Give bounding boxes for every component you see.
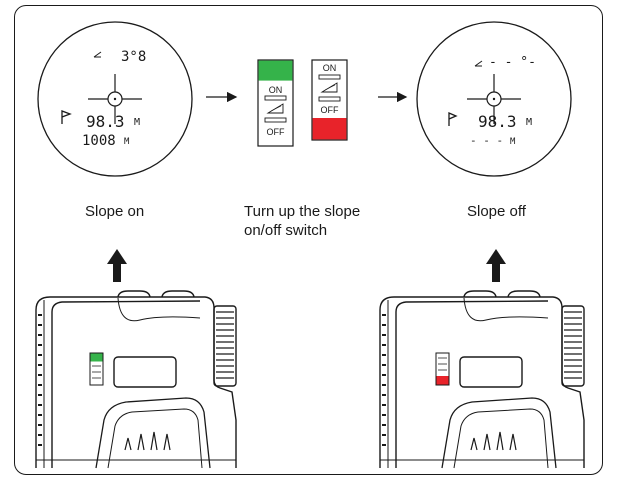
- up-arrow: [107, 249, 127, 282]
- switch-off-label: OFF: [267, 127, 285, 137]
- distance-readout: 98.3: [86, 112, 125, 131]
- angle-icon: [474, 60, 483, 67]
- flag-icon: [61, 110, 72, 124]
- distance-unit: M: [134, 117, 140, 128]
- slope-icon: [320, 82, 338, 93]
- device-switch-slope-off: [435, 352, 450, 386]
- switch-on-label: ON: [269, 85, 283, 95]
- viewfinder-slope-off: - - °- 98.3 M - - - M: [416, 21, 572, 177]
- caption-instruction-line2: on/off switch: [244, 222, 328, 239]
- slope-angle-readout: 3°8: [121, 49, 146, 65]
- adjusted-distance-readout: - - -: [470, 134, 503, 147]
- slope-angle-readout: - - °-: [489, 55, 536, 70]
- rangefinder-device-slope-on: [35, 290, 237, 469]
- caption-slope-on: Slope on: [85, 203, 145, 220]
- device-switch-slope-on: [89, 352, 104, 386]
- adjusted-distance-unit: M: [124, 137, 130, 147]
- adjusted-distance-unit: M: [510, 137, 516, 147]
- caption-instruction-line1: Turn up the slope: [244, 203, 361, 220]
- switch-on-label: ON: [323, 63, 337, 73]
- distance-readout: 98.3: [478, 112, 517, 131]
- flag-icon: [448, 112, 458, 126]
- switch-slope-on: ON OFF: [257, 59, 294, 147]
- viewfinder-slope-on: 3°8 98.3 M 1008 M: [37, 21, 193, 177]
- rangefinder-device-slope-off: [379, 290, 585, 469]
- slope-icon: [266, 103, 284, 114]
- up-arrow: [486, 249, 506, 282]
- switch-slope-off: ON OFF: [311, 59, 348, 141]
- adjusted-distance-readout: 1008: [82, 133, 116, 149]
- switch-knob-on: [258, 60, 293, 81]
- switch-knob-off: [312, 118, 347, 140]
- caption-slope-off: Slope off: [467, 203, 526, 220]
- angle-icon: [93, 51, 102, 58]
- distance-unit: M: [526, 117, 532, 128]
- switch-off-label: OFF: [321, 105, 339, 115]
